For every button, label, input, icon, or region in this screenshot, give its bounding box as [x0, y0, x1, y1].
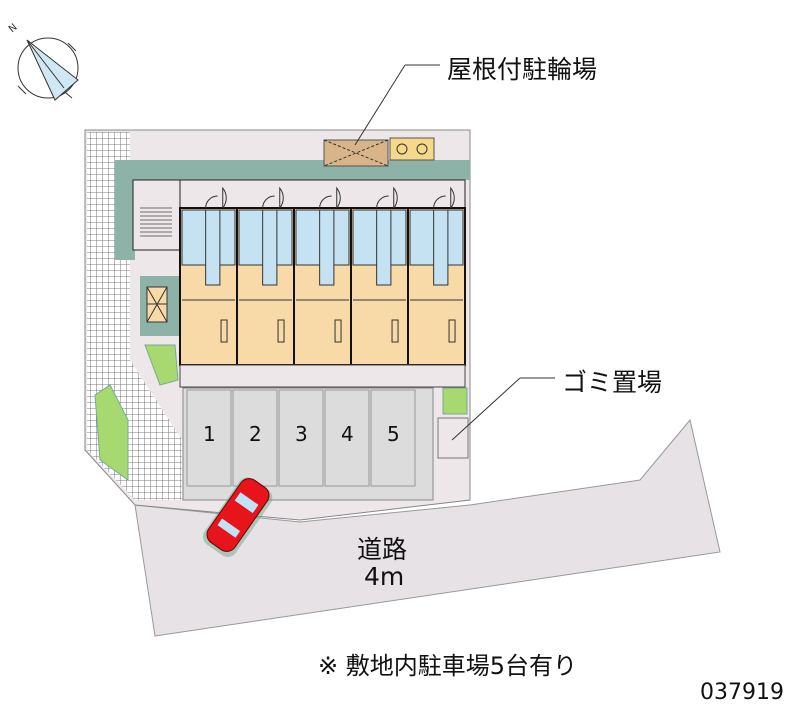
garbage-area-label: ゴミ置場	[562, 368, 663, 397]
apartment-unit	[407, 186, 466, 366]
apartment-unit	[293, 186, 352, 366]
parking-stall	[324, 389, 370, 487]
parking-stall	[370, 389, 416, 487]
green-planting	[442, 387, 468, 415]
stairs	[132, 179, 181, 251]
road-area	[134, 418, 721, 637]
parking-stall	[186, 389, 232, 487]
leader-line	[451, 377, 521, 441]
shadow	[115, 160, 135, 260]
property-code: 037919	[700, 680, 784, 705]
apartment-unit	[236, 186, 295, 366]
parking-stall-number: 1	[203, 422, 216, 446]
parking-stall	[278, 389, 324, 487]
building-units	[179, 186, 466, 366]
balcony	[179, 364, 466, 388]
parking-stall	[232, 389, 278, 487]
parking-stall-number: 4	[341, 422, 354, 446]
north-label: N	[7, 22, 20, 35]
parking-stall-number: 3	[295, 422, 308, 446]
green-planting	[94, 384, 129, 481]
parking-stall-number: 5	[387, 422, 400, 446]
bicycle-rack	[389, 137, 435, 161]
stair-steps	[140, 207, 172, 237]
road-width-label: 4m	[364, 562, 405, 591]
green-planting	[144, 344, 179, 386]
garbage-area	[437, 417, 469, 459]
parking-note: ※ 敷地内駐車場5台有り	[318, 652, 578, 680]
shadow	[130, 160, 470, 180]
leader-line	[354, 64, 406, 146]
compass-icon	[17, 37, 79, 101]
road-label: 道路	[357, 535, 408, 564]
apartment-unit	[179, 186, 238, 366]
apartment-unit	[350, 186, 409, 366]
parking-stalls	[186, 389, 416, 487]
parking-stall-number: 2	[249, 422, 262, 446]
bicycle-parking-label: 屋根付駐輪場	[447, 55, 598, 84]
car-icon	[203, 477, 273, 557]
